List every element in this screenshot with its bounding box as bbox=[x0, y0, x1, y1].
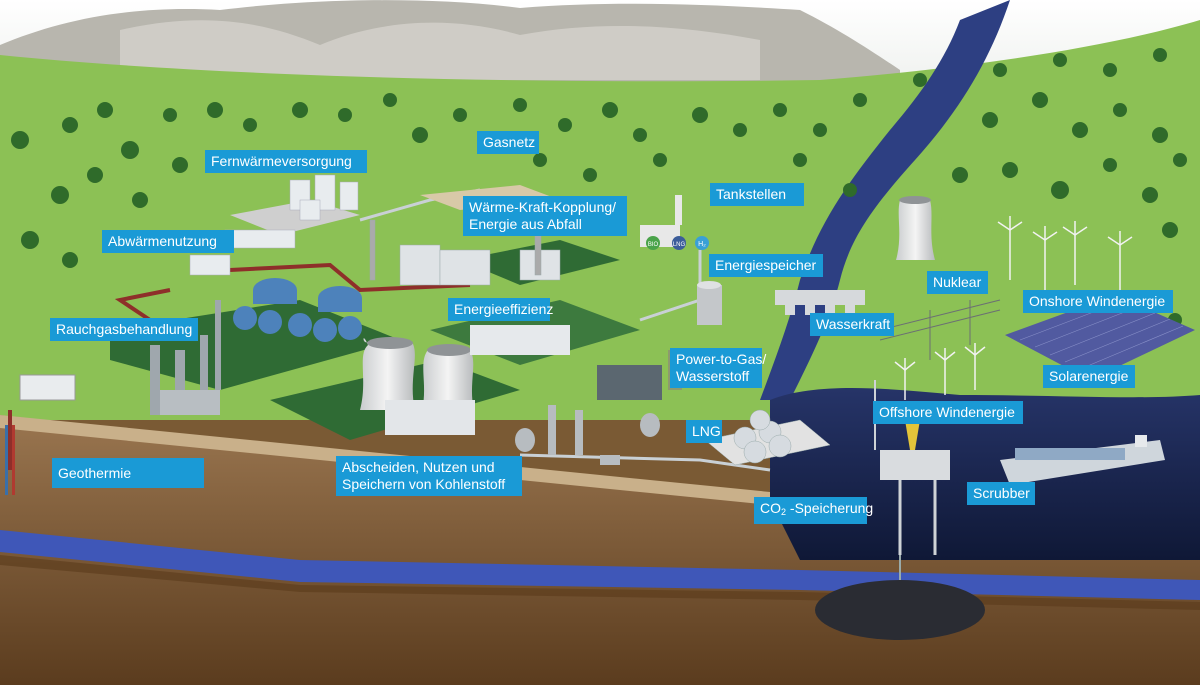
label-energiespeicher: Energiespeicher bbox=[709, 254, 823, 277]
svg-text:LNG: LNG bbox=[673, 242, 686, 248]
label-tankstellen: Tankstellen bbox=[710, 183, 804, 206]
label-ccus: Abscheiden, Nutzen und Speichern von Koh… bbox=[336, 456, 522, 496]
label-energieeffizienz: Energieeffizienz bbox=[448, 298, 553, 321]
svg-text:BIO: BIO bbox=[648, 242, 659, 248]
offshore-platform bbox=[874, 380, 950, 555]
chp-plant bbox=[369, 219, 561, 286]
label-abwaermenutzung: Abwärmenutzung bbox=[102, 230, 234, 253]
label-co2-sub: 2 bbox=[781, 507, 787, 517]
svg-text:H₂: H₂ bbox=[698, 241, 706, 248]
energy-efficiency-hall bbox=[597, 365, 662, 400]
label-solarenergie: Solarenergie bbox=[1043, 365, 1135, 388]
process-columns bbox=[150, 300, 221, 415]
label-lng: LNG bbox=[686, 420, 722, 443]
label-waerme-kraft-line2: Energie aus Abfall bbox=[469, 216, 582, 232]
label-waerme-kraft-line1: Wärme-Kraft-Kopplung/ bbox=[469, 199, 617, 215]
label-offshore-windenergie: Offshore Windenergie bbox=[873, 401, 1023, 424]
label-waerme-kraft-kopplung: Wärme-Kraft-Kopplung/ Energie aus Abfall bbox=[463, 196, 627, 236]
label-geothermie: Geothermie bbox=[52, 458, 204, 488]
fuel-station: BIO LNG H₂ bbox=[640, 195, 709, 250]
label-nuklear: Nuklear bbox=[927, 271, 988, 294]
label-rauchgasbehandlung: Rauchgasbehandlung bbox=[50, 318, 198, 341]
label-ccus-line2: Speichern von Kohlenstoff bbox=[342, 476, 506, 492]
label-co2-suffix: -Speicherung bbox=[786, 500, 874, 516]
label-ptg-line2: Wasserstoff bbox=[676, 368, 750, 384]
co2-reservoir bbox=[815, 580, 985, 640]
carbon-capture-plant bbox=[385, 400, 660, 465]
label-ptg-line1: Power-to-Gas/ bbox=[676, 351, 767, 367]
label-gasnetz: Gasnetz bbox=[477, 131, 539, 154]
sea bbox=[770, 388, 1200, 560]
cooling-towers bbox=[360, 196, 935, 410]
river bbox=[800, 0, 1010, 280]
wind-turbines bbox=[894, 216, 1133, 400]
label-wasserkraft: Wasserkraft bbox=[810, 313, 894, 336]
label-power-to-gas: Power-to-Gas/ Wasserstoff bbox=[670, 348, 767, 388]
label-ccus-line1: Abscheiden, Nutzen und bbox=[342, 459, 495, 475]
label-scrubber: Scrubber bbox=[967, 482, 1035, 505]
district-heating-buildings bbox=[189, 174, 359, 276]
label-fernwaermeversorgung: Fernwärmeversorgung bbox=[205, 150, 367, 173]
lng-spheres bbox=[704, 409, 831, 466]
label-onshore-windenergie: Onshore Windenergie bbox=[1023, 290, 1173, 313]
heat-pipelines bbox=[8, 262, 471, 470]
storage-tanks bbox=[233, 278, 362, 342]
hydro-dam bbox=[775, 290, 865, 315]
label-co2-prefix: CO bbox=[760, 500, 781, 516]
label-co2-speicherung: CO2 -Speicherung bbox=[754, 497, 873, 524]
ship bbox=[1000, 435, 1165, 485]
